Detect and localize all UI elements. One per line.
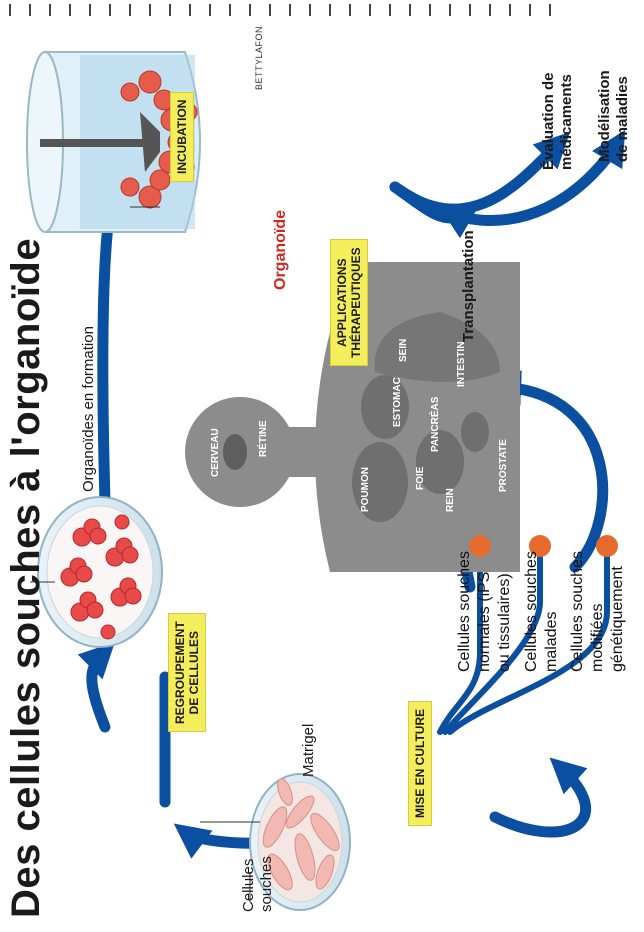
label-drug-eval-line1: Évaluation de [540, 72, 558, 170]
step-mise-en-culture: Mise en culture [408, 701, 432, 826]
arrow-to-regroup [495, 767, 586, 832]
organ-prostate: Prostate [498, 439, 509, 492]
organ-rein: Rein [445, 488, 456, 512]
page-title: Des cellules souches à l'organoïde [4, 238, 49, 918]
cell-type-malades-line2: malades [542, 551, 562, 672]
step-regroupement: Regroupement de cellules [168, 613, 206, 732]
organ-retine: Rétine [258, 420, 269, 457]
cell-type-normal: Cellules souches normales (iPS ou tissul… [455, 551, 515, 672]
label-organoids-forming: Organoïdes en formation [80, 326, 98, 492]
dish-organoids [38, 497, 162, 647]
cell-type-modifiees-line2: modifiées [588, 551, 608, 672]
cell-type-modifiees: Cellules souches modifiées génétiquement [568, 551, 628, 672]
cell-type-modifiees-line1: Cellules souches [568, 551, 588, 672]
label-disease-model: Modélisation de maladies [596, 70, 632, 162]
label-stem-cells: Cellules souches [240, 856, 276, 912]
image-credit: BETTYLAFON [254, 26, 264, 90]
organ-foie: Foie [415, 467, 426, 490]
edge-marks [10, 4, 550, 16]
arrow-regroup-dish [92, 652, 105, 727]
step-regroupement-line2: de cellules [187, 621, 201, 724]
label-disease-model-line1: Modélisation [596, 70, 614, 162]
step-applications-line1: Applications [335, 247, 349, 358]
cell-type-modifiees-line3: génétiquement [608, 551, 628, 672]
label-drug-eval-line2: médicaments [558, 72, 576, 170]
step-regroupement-line1: Regroupement [173, 621, 187, 724]
label-transplantation: Transplantation [460, 230, 478, 342]
organ-estomac: Estomac [392, 377, 403, 427]
cell-type-normal-line1: Cellules souches [455, 551, 475, 672]
label-disease-model-line2: de maladies [614, 70, 632, 162]
organ-sein: Sein [398, 339, 409, 362]
cell-type-normal-line2: normales (iPS [475, 551, 495, 672]
label-organoid: Organoïde [272, 210, 290, 290]
organ-intestin: Intestin [456, 341, 467, 387]
step-applications-line2: thérapeutiques [349, 247, 363, 358]
organ-pancreas: Pancréas [430, 397, 441, 452]
organ-cerveau: Cerveau [210, 428, 221, 477]
label-matrigel: Matrigel [300, 724, 318, 777]
step-applications: Applications thérapeutiques [330, 239, 368, 366]
label-drug-eval: Évaluation de médicaments [540, 72, 576, 170]
cell-type-malades-line1: Cellules souches [522, 551, 542, 672]
cell-type-normal-line3: ou tissulaires) [495, 551, 515, 672]
label-stem-cells-line1: Cellules [240, 856, 258, 912]
label-stem-cells-line2: souches [258, 856, 276, 912]
organ-poumon: Poumon [360, 467, 371, 512]
arrow-disease-model [395, 142, 618, 220]
step-incubation: Incubation [170, 92, 194, 182]
cell-type-malades: Cellules souches malades [522, 551, 562, 672]
